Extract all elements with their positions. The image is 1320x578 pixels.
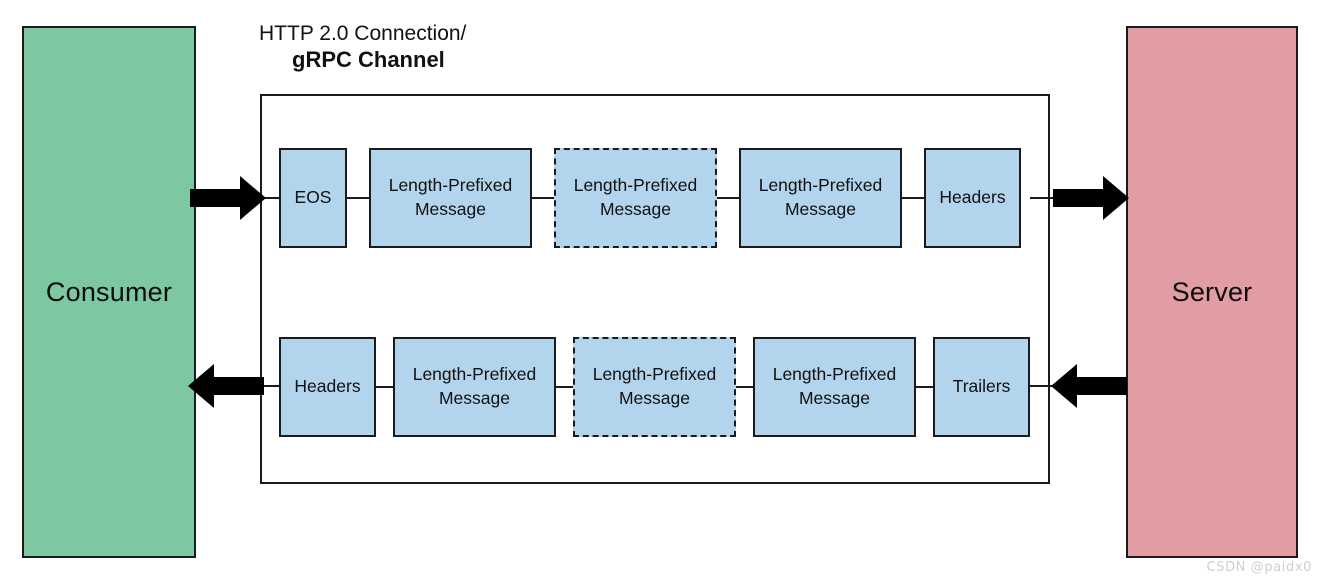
box-connector — [902, 197, 924, 199]
arrow-head — [1103, 176, 1129, 220]
grpc-channel-container — [260, 94, 1050, 484]
consumer-label: Consumer — [45, 276, 173, 307]
arrow-left-icon-channel-to-consumer — [188, 364, 264, 408]
message-box-trailers: Trailers — [933, 337, 1030, 437]
channel-title-line-2: gRPC Channel — [292, 46, 445, 72]
channel-title: HTTP 2.0 Connection/ gRPC Channel — [259, 22, 719, 73]
message-box-label: Length-Prefixed Message — [412, 364, 537, 408]
arrow-shaft — [1077, 377, 1127, 395]
box-connector — [556, 386, 573, 388]
box-connector — [717, 197, 739, 199]
channel-title-line-1: HTTP 2.0 Connection/ — [259, 22, 467, 45]
arrow-shaft — [190, 189, 240, 207]
server-label: Server — [1171, 276, 1253, 307]
consumer-node: Consumer — [22, 26, 196, 558]
message-box-label: Length-Prefixed Message — [388, 175, 513, 219]
message-box-headers-request: Headers — [924, 148, 1021, 248]
watermark: CSDN @paidx0 — [1206, 560, 1312, 575]
message-box-label: EOS — [294, 187, 332, 208]
message-box-length-prefixed-4: Length-Prefixed Message — [753, 337, 916, 437]
message-box-label: Trailers — [952, 376, 1011, 397]
message-box-label: Length-Prefixed Message — [758, 175, 883, 219]
message-box-label: Headers — [294, 376, 361, 397]
server-node: Server — [1126, 26, 1298, 558]
message-box-label: Headers — [939, 187, 1006, 208]
message-box-length-prefixed-2: Length-Prefixed Message — [739, 148, 902, 248]
message-box-length-prefixed-3: Length-Prefixed Message — [393, 337, 556, 437]
message-box-length-prefixed-1: Length-Prefixed Message — [369, 148, 532, 248]
box-connector — [736, 386, 753, 388]
message-box-label: Length-Prefixed Message — [592, 364, 717, 408]
message-box-eos: EOS — [279, 148, 347, 248]
message-box-length-prefixed-optional-2: Length-Prefixed Message — [573, 337, 736, 437]
connector-right-top — [1030, 197, 1072, 199]
arrow-right-icon-consumer-to-channel — [190, 176, 266, 220]
box-connector — [916, 386, 933, 388]
message-box-headers-response: Headers — [279, 337, 376, 437]
box-connector — [347, 197, 369, 199]
arrow-head — [1051, 364, 1077, 408]
arrow-right-icon-channel-to-server — [1053, 176, 1129, 220]
message-box-label: Length-Prefixed Message — [573, 175, 698, 219]
arrow-head — [240, 176, 266, 220]
arrow-shaft — [214, 377, 264, 395]
arrow-shaft — [1053, 189, 1103, 207]
box-connector — [532, 197, 554, 199]
box-connector — [376, 386, 393, 388]
message-box-length-prefixed-optional-1: Length-Prefixed Message — [554, 148, 717, 248]
message-box-label: Length-Prefixed Message — [772, 364, 897, 408]
arrow-head — [188, 364, 214, 408]
arrow-left-icon-server-to-channel — [1051, 364, 1127, 408]
request-stream-row: EOS Length-Prefixed Message Length-Prefi… — [279, 148, 1021, 248]
response-stream-row: Headers Length-Prefixed Message Length-P… — [279, 337, 1030, 437]
